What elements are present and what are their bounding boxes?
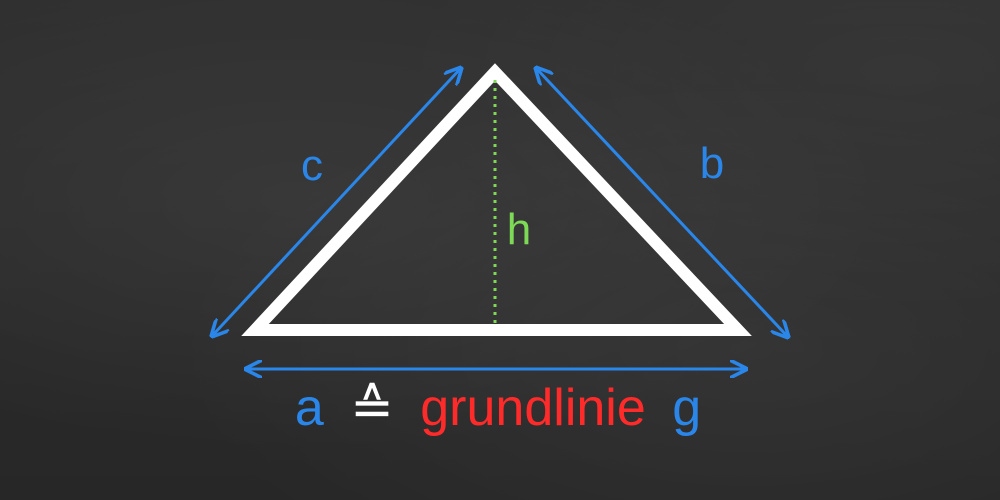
label-b: b (700, 139, 724, 188)
label-c: c (301, 141, 323, 190)
label-h: h (507, 205, 531, 254)
side-b-arrow (536, 68, 788, 337)
label-g: g (672, 379, 701, 437)
correspondence-symbol: ≙ (350, 379, 394, 437)
label-grundlinie: grundlinie (420, 379, 646, 437)
side-c-arrow (212, 68, 461, 336)
label-a: a (295, 379, 324, 437)
base-caption: a ≙ grundlinie g (295, 379, 701, 437)
